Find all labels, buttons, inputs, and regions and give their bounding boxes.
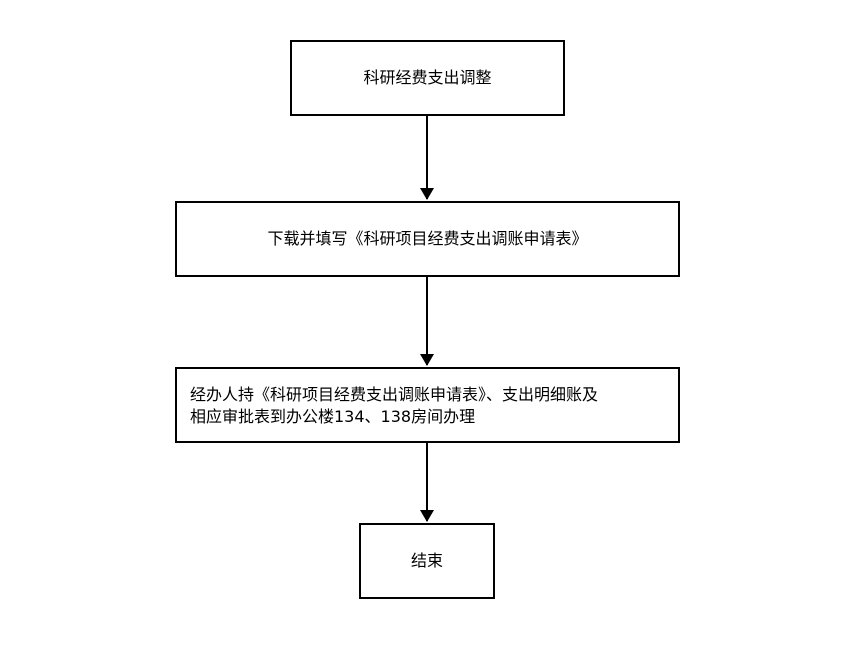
flow-step-submit-line-1: 经办人持《科研项目经费支出调账申请表》、支出明细账及 [190,385,599,404]
flow-step-download-form: 下载并填写《科研项目经费支出调账申请表》 [175,201,680,277]
flow-step-submit-documents-label: 经办人持《科研项目经费支出调账申请表》、支出明细账及 相应审批表到办公楼134、… [190,384,670,428]
flow-step-submit-line-2: 相应审批表到办公楼134、138房间办理 [190,407,476,426]
flow-step-end-label: 结束 [410,551,443,570]
flow-step-download-form-label: 下载并填写《科研项目经费支出调账申请表》 [267,229,588,248]
flow-step-start-label: 科研经费支出调整 [363,68,492,87]
flow-step-start: 科研经费支出调整 [290,40,565,116]
flow-step-submit-documents: 经办人持《科研项目经费支出调账申请表》、支出明细账及 相应审批表到办公楼134、… [175,367,680,443]
flow-step-end: 结束 [359,523,495,599]
